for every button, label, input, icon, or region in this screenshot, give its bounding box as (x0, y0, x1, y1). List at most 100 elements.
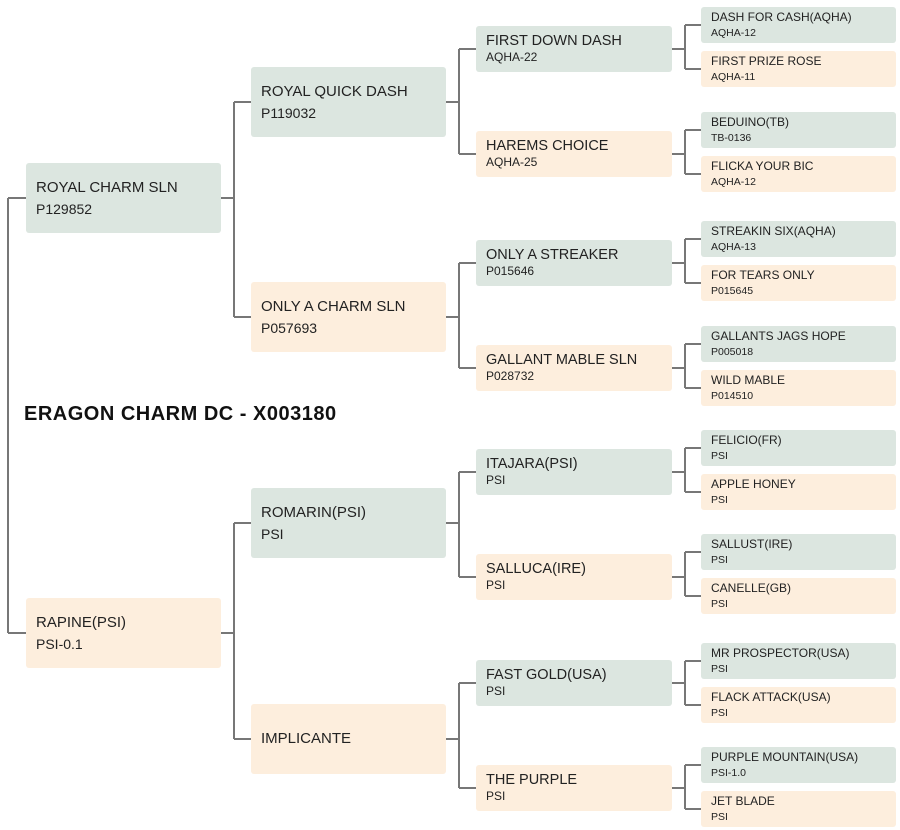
g4-registration: PSI-1.0 (711, 767, 747, 780)
d-d-d-registration: PSI (486, 789, 506, 804)
g4-box-15[interactable]: JET BLADE PSI (701, 791, 896, 827)
g4-name: FLICKA YOUR BIC (711, 158, 814, 173)
g4-registration: AQHA-11 (711, 71, 756, 84)
s-s-s-box[interactable]: FIRST DOWN DASH AQHA-22 (476, 26, 672, 72)
g4-name: MR PROSPECTOR(USA) (711, 645, 850, 660)
g4-name: APPLE HONEY (711, 476, 796, 491)
subject-horse-title: ERAGON CHARM DC - X003180 (24, 403, 337, 425)
s-s-s-registration: AQHA-22 (486, 50, 538, 65)
sire-dam-box[interactable]: ONLY A CHARM SLN P057693 (251, 282, 446, 352)
g4-registration: PSI (711, 554, 728, 567)
d-s-s-name: ITAJARA(PSI) (486, 455, 578, 472)
connector-bracket (221, 101, 251, 318)
g4-registration: PSI (711, 663, 728, 676)
g4-box-8[interactable]: FELICIO(FR) PSI (701, 430, 896, 466)
dam-sire-name: ROMARIN(PSI) (261, 503, 366, 521)
g4-box-7[interactable]: WILD MABLE P014510 (701, 370, 896, 406)
d-s-d-registration: PSI (486, 578, 506, 593)
connector-bracket (221, 522, 251, 740)
sire-sire-name: ROYAL QUICK DASH (261, 82, 408, 100)
connector-bracket (672, 447, 701, 493)
sire-sire-box[interactable]: ROYAL QUICK DASH P119032 (251, 67, 446, 137)
d-d-s-registration: PSI (486, 684, 506, 699)
g4-box-11[interactable]: CANELLE(GB) PSI (701, 578, 896, 614)
g4-box-1[interactable]: FIRST PRIZE ROSE AQHA-11 (701, 51, 896, 87)
g4-name: JET BLADE (711, 793, 775, 808)
s-d-s-registration: P015646 (486, 264, 535, 279)
dam-registration: PSI-0.1 (36, 636, 83, 653)
g4-name: DASH FOR CASH(AQHA) (711, 9, 852, 24)
s-d-s-box[interactable]: ONLY A STREAKER P015646 (476, 240, 672, 286)
sire-registration: P129852 (36, 201, 93, 218)
g4-registration: PSI (711, 450, 728, 463)
sire-dam-name: ONLY A CHARM SLN (261, 297, 406, 315)
g4-box-4[interactable]: STREAKIN SIX(AQHA) AQHA-13 (701, 221, 896, 257)
sire-dam-registration: P057693 (261, 320, 318, 337)
g4-box-5[interactable]: FOR TEARS ONLY P015645 (701, 265, 896, 301)
connector-bracket (672, 764, 701, 810)
g4-name: PURPLE MOUNTAIN(USA) (711, 749, 859, 764)
g4-name: FOR TEARS ONLY (711, 267, 815, 282)
connector-bracket (7, 197, 26, 634)
g4-box-3[interactable]: FLICKA YOUR BIC AQHA-12 (701, 156, 896, 192)
sire-box[interactable]: ROYAL CHARM SLN P129852 (26, 163, 221, 233)
s-d-d-registration: P028732 (486, 369, 535, 384)
s-d-d-name: GALLANT MABLE SLN (486, 351, 638, 368)
g4-registration: PSI (711, 598, 728, 611)
connector-bracket (672, 343, 701, 389)
g4-registration: TB-0136 (711, 132, 752, 145)
g4-registration: PSI (711, 707, 728, 720)
connector-bracket (672, 660, 701, 706)
g4-name: SALLUST(IRE) (711, 536, 793, 551)
g4-box-13[interactable]: FLACK ATTACK(USA) PSI (701, 687, 896, 723)
connector-bracket (672, 238, 701, 284)
g4-registration: P014510 (711, 390, 754, 403)
s-d-d-box[interactable]: GALLANT MABLE SLN P028732 (476, 345, 672, 391)
g4-registration: PSI (711, 811, 728, 824)
g4-name: FLACK ATTACK(USA) (711, 689, 831, 704)
connector-bracket (446, 682, 476, 789)
dam-box[interactable]: RAPINE(PSI) PSI-0.1 (26, 598, 221, 668)
g4-box-12[interactable]: MR PROSPECTOR(USA) PSI (701, 643, 896, 679)
connector-bracket (672, 129, 701, 175)
d-s-s-box[interactable]: ITAJARA(PSI) PSI (476, 449, 672, 495)
g4-registration: P005018 (711, 346, 754, 359)
d-s-s-registration: PSI (486, 473, 506, 488)
s-s-d-box[interactable]: HAREMS CHOICE AQHA-25 (476, 131, 672, 177)
g4-box-6[interactable]: GALLANTS JAGS HOPE P005018 (701, 326, 896, 362)
g4-box-0[interactable]: DASH FOR CASH(AQHA) AQHA-12 (701, 7, 896, 43)
sire-name: ROYAL CHARM SLN (36, 178, 178, 196)
g4-registration: AQHA-13 (711, 241, 756, 254)
g4-registration: PSI (711, 494, 728, 507)
g4-box-10[interactable]: SALLUST(IRE) PSI (701, 534, 896, 570)
d-s-d-box[interactable]: SALLUCA(IRE) PSI (476, 554, 672, 600)
g4-name: FELICIO(FR) (711, 432, 782, 447)
dam-dam-box[interactable]: IMPLICANTE (251, 704, 446, 774)
connector-bracket (446, 262, 476, 369)
dam-sire-registration: PSI (261, 526, 284, 543)
g4-registration: AQHA-12 (711, 27, 756, 40)
sire-sire-registration: P119032 (261, 105, 317, 122)
g4-name: STREAKIN SIX(AQHA) (711, 223, 836, 238)
g4-box-9[interactable]: APPLE HONEY PSI (701, 474, 896, 510)
connector-bracket (672, 24, 701, 70)
g4-name: BEDUINO(TB) (711, 114, 789, 129)
d-d-s-box[interactable]: FAST GOLD(USA) PSI (476, 660, 672, 706)
s-s-s-name: FIRST DOWN DASH (486, 32, 622, 49)
g4-box-14[interactable]: PURPLE MOUNTAIN(USA) PSI-1.0 (701, 747, 896, 783)
dam-sire-box[interactable]: ROMARIN(PSI) PSI (251, 488, 446, 558)
d-d-s-name: FAST GOLD(USA) (486, 666, 607, 683)
s-d-s-name: ONLY A STREAKER (486, 246, 619, 263)
dam-name: RAPINE(PSI) (36, 613, 127, 631)
d-d-d-box[interactable]: THE PURPLE PSI (476, 765, 672, 811)
connector-bracket (446, 471, 476, 578)
g4-registration: AQHA-12 (711, 176, 756, 189)
g4-registration: P015645 (711, 285, 754, 298)
g4-name: WILD MABLE (711, 372, 786, 387)
g4-box-2[interactable]: BEDUINO(TB) TB-0136 (701, 112, 896, 148)
d-s-d-name: SALLUCA(IRE) (486, 560, 586, 577)
connector-bracket (446, 48, 476, 155)
g4-name: CANELLE(GB) (711, 580, 792, 595)
g4-name: GALLANTS JAGS HOPE (711, 328, 846, 343)
